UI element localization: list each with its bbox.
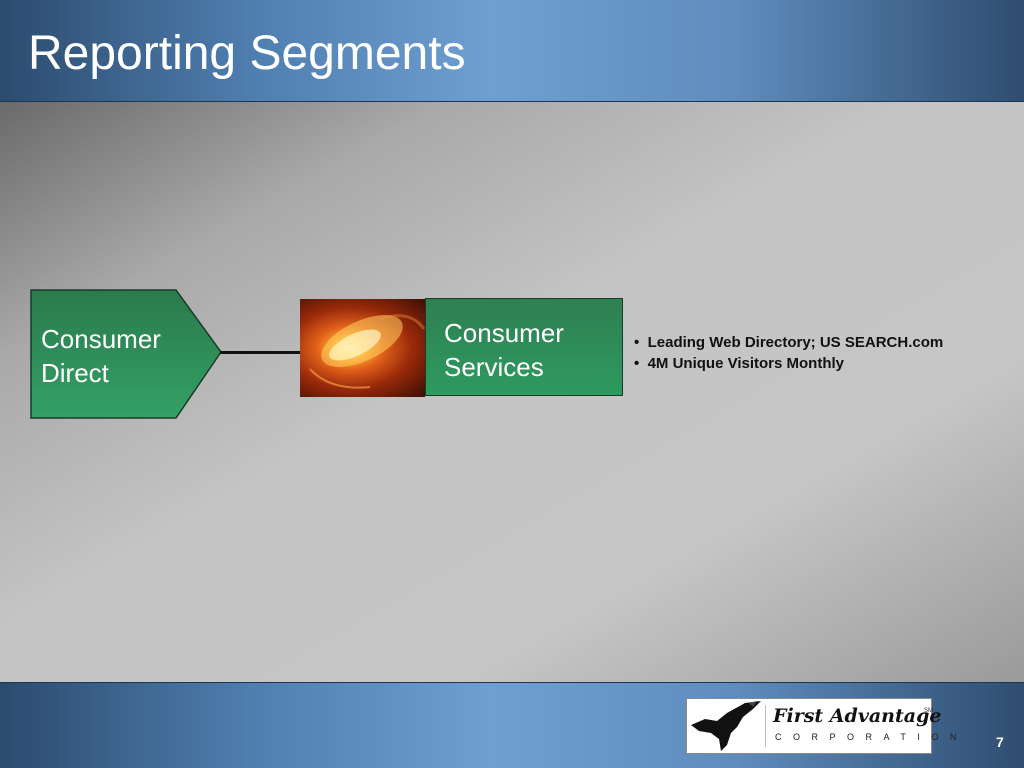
consumer-services-line1: Consumer — [444, 318, 564, 348]
first-advantage-logo: First Advantage SM CORPORATION — [686, 698, 956, 754]
consumer-direct-label: Consumer Direct — [41, 322, 191, 390]
consumer-direct-line2: Direct — [41, 358, 109, 388]
logo-divider — [765, 705, 766, 747]
consumer-services-box — [425, 298, 623, 396]
bullet-text: 4M Unique Visitors Monthly — [647, 355, 844, 372]
connector-line — [220, 351, 302, 354]
page-number: 7 — [996, 734, 1004, 750]
logo-company-name: First Advantage — [773, 705, 942, 727]
bullet-item: • 4M Unique Visitors Monthly — [634, 355, 844, 372]
consumer-direct-line1: Consumer — [41, 324, 161, 354]
glowing-mouse-photo — [300, 299, 425, 397]
mouse-image-icon — [309, 314, 425, 389]
logo-service-mark: SM — [924, 708, 933, 714]
services-bullet-list: • Leading Web Directory; US SEARCH.com •… — [634, 332, 943, 374]
consumer-services-line2: Services — [444, 352, 544, 382]
header-bar: Reporting Segments — [0, 0, 1024, 102]
bullet-text: Leading Web Directory; US SEARCH.com — [647, 334, 944, 351]
bullet-item: • Leading Web Directory; US SEARCH.com — [634, 334, 944, 351]
consumer-services-label: Consumer Services — [444, 316, 614, 384]
eagle-icon — [691, 701, 761, 751]
consumer-direct-shape — [30, 289, 222, 419]
slide-title: Reporting Segments — [28, 27, 466, 80]
logo-corporation-text: CORPORATION — [775, 732, 968, 742]
